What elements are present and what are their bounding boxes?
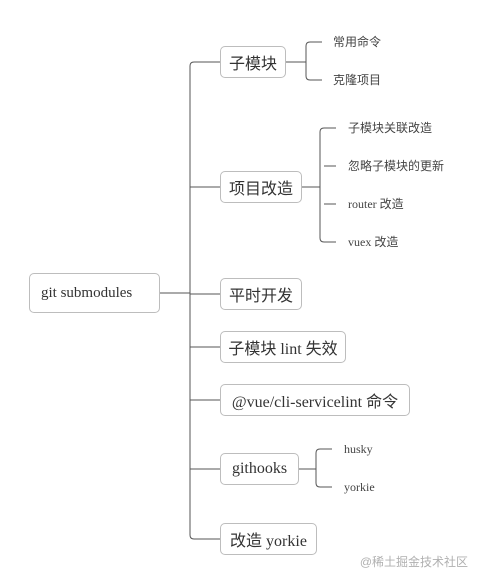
leaf-yorkie[interactable]: yorkie [344, 480, 375, 494]
branch-label: 平时开发 [228, 288, 293, 305]
branch-label: 改造 yorkie [230, 533, 307, 550]
branch-label: @vue/cli-servicelint 命令 [231, 394, 399, 411]
root-label: git submodules [41, 284, 133, 301]
leaf-clone-project[interactable]: 克隆项目 [333, 73, 382, 87]
githooks-bracket-spine [315, 448, 321, 488]
leaf-submodule-link-refactor[interactable]: 子模块关联改造 [348, 121, 433, 135]
branch-refactor-yorkie[interactable]: 改造 yorkie [220, 523, 317, 555]
leaf-vuex-refactor[interactable]: vuex 改造 [348, 235, 399, 249]
branch-label: 项目改造 [228, 181, 293, 198]
root-node[interactable]: git submodules [29, 273, 160, 313]
branch-submodule[interactable]: 子模块 [220, 46, 286, 78]
project-bracket-spine [319, 127, 325, 243]
leaf-common-commands[interactable]: 常用命令 [333, 35, 382, 49]
trunk-bottom-connector [189, 534, 220, 540]
leaf-husky[interactable]: husky [344, 442, 373, 456]
watermark: @稀土掘金技术社区 [359, 555, 468, 569]
leaf-ignore-submodule-updates[interactable]: 忽略子模块的更新 [348, 159, 445, 173]
branch-daily-dev[interactable]: 平时开发 [220, 278, 302, 310]
branch-githooks[interactable]: githooks [220, 453, 299, 485]
branch-cli-service-lint[interactable]: @vue/cli-servicelint 命令 [220, 384, 410, 416]
branch-project-refactor[interactable]: 项目改造 [220, 171, 302, 203]
branch-label: 子模块 lint 失效 [228, 341, 338, 358]
branch-label: 子模块 [228, 56, 277, 73]
branch-submodule-lint[interactable]: 子模块 lint 失效 [220, 331, 346, 363]
submodule-bracket-spine [305, 41, 311, 81]
leaf-router-refactor[interactable]: router 改造 [348, 197, 404, 211]
trunk-line [189, 61, 220, 535]
branch-label: githooks [231, 460, 288, 477]
